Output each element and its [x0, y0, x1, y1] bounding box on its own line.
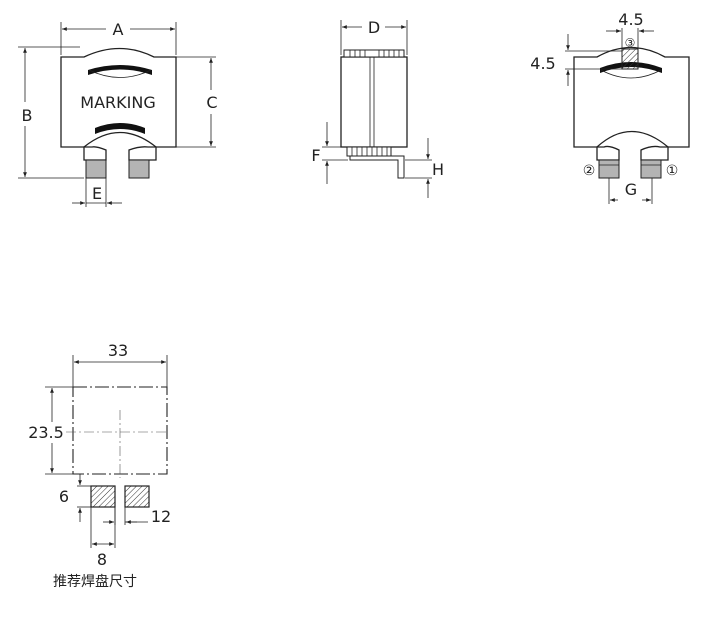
dim-top-height-label: 4.5	[530, 54, 555, 73]
back-view: ③ ② ① 4.5 4.5 G	[530, 10, 690, 204]
dim-e-label: E	[92, 184, 102, 203]
side-view-bottom-windings	[351, 147, 388, 156]
front-view-left-terminal	[83, 146, 107, 179]
side-view-lead	[349, 155, 405, 179]
front-view-top-clip	[88, 65, 152, 75]
front-view-bottom-clip	[95, 123, 145, 134]
dim-g-label: G	[625, 180, 637, 199]
side-view-bottom-coil	[346, 146, 392, 157]
pin-3-pad	[621, 48, 639, 70]
dim-pad-width-total-label: 33	[108, 341, 128, 360]
marking-label: MARKING	[80, 93, 155, 112]
pad-layout: 33 23.5 6 12 8 推荐焊盘尺寸	[28, 341, 171, 590]
dim-pad-height-label: 6	[59, 487, 69, 506]
dim-pad-gap-label: 12	[151, 507, 171, 526]
front-view-top-notch	[88, 69, 152, 78]
solder-pad-right	[124, 485, 150, 508]
dim-pad-width-label: 8	[97, 550, 107, 569]
back-view-top-clip	[600, 62, 662, 73]
dim-top-width-label: 4.5	[618, 10, 643, 29]
back-view-left-terminal	[596, 145, 620, 179]
solder-pad-left	[90, 485, 116, 508]
front-view-right-terminal	[128, 146, 157, 179]
side-view: D F H	[311, 18, 444, 198]
back-view-right-terminal	[640, 145, 669, 179]
side-view-top-windings	[349, 50, 400, 57]
pin-1-label: ①	[666, 163, 679, 179]
dim-h-label: H	[432, 160, 444, 179]
dim-d-label: D	[368, 18, 380, 37]
dim-a-label: A	[113, 20, 124, 39]
dim-f-label: F	[311, 146, 320, 165]
dim-c-label: C	[206, 93, 217, 112]
pad-layout-caption: 推荐焊盘尺寸	[53, 573, 137, 590]
front-view: MARKING A B C E	[18, 20, 218, 207]
dim-b-label: B	[22, 106, 33, 125]
back-view-body	[573, 46, 690, 148]
dim-pad-height-total-label: 23.5	[28, 423, 64, 442]
pin-3-label: ③	[625, 36, 636, 50]
side-view-top-coil	[343, 49, 405, 58]
pin-2-label: ②	[583, 163, 596, 179]
